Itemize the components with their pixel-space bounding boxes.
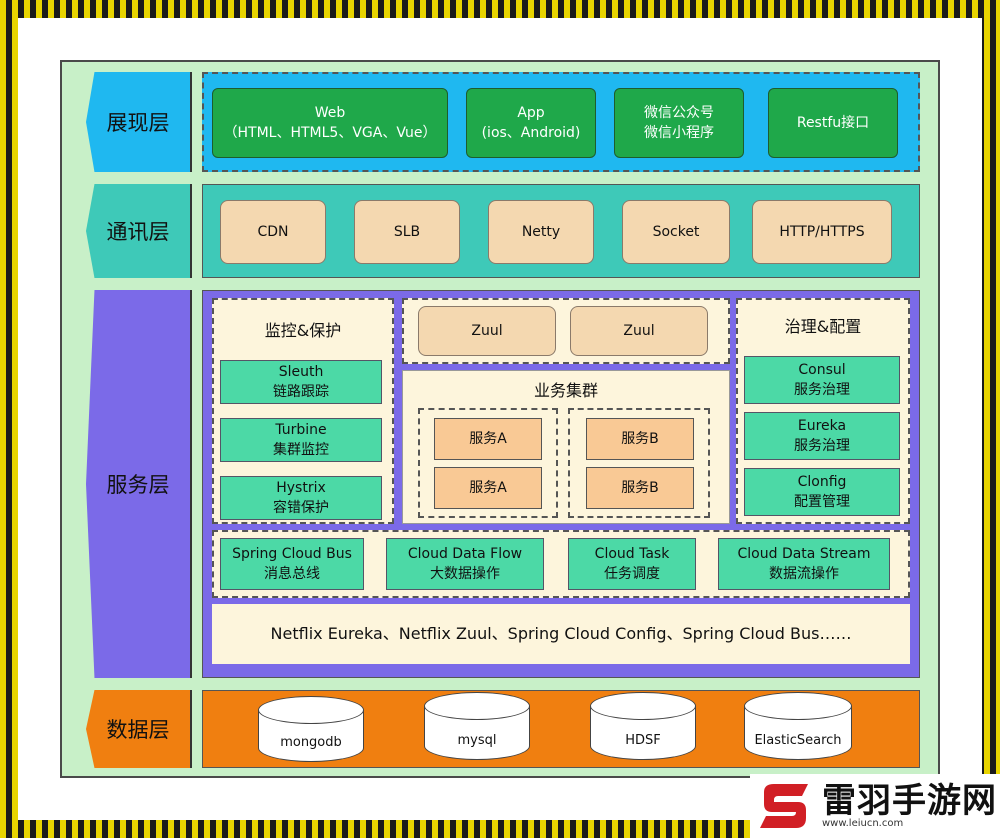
layer-label-service: 服务层: [86, 290, 192, 678]
bus-subtitle: 消息总线: [264, 566, 320, 582]
bus-title: Spring Cloud Bus: [232, 545, 352, 562]
tool-cloud-task: Cloud Task 任务调度: [568, 538, 696, 590]
restful-title: Restfu接口: [796, 114, 870, 131]
monitor-turbine: Turbine 集群监控: [220, 418, 382, 462]
governance-eureka: Eureka 服务治理: [744, 412, 900, 460]
cluster-title: 业务集群: [533, 381, 598, 401]
presentation-web: Web （HTML、HTML5、VGA、Vue）: [212, 88, 448, 158]
app-subtitle: (ios、Android): [481, 125, 581, 141]
hystrix-subtitle: 容错保护: [273, 500, 329, 516]
task-title: Cloud Task: [594, 545, 670, 562]
tool-spring-cloud-bus: Spring Cloud Bus 消息总线: [220, 538, 364, 590]
config-title: Clonfig: [797, 473, 847, 490]
service-a-1-label: 服务A: [469, 430, 507, 447]
db-mysql-label: mysql: [457, 733, 497, 748]
comm-netty-label: Netty: [521, 223, 561, 240]
stream-title: Cloud Data Stream: [737, 545, 871, 562]
gateway-zuul-1: Zuul: [418, 306, 556, 356]
consul-subtitle: 服务治理: [794, 382, 850, 398]
zuul-1-label: Zuul: [471, 322, 503, 339]
layer-label-presentation: 展现层: [86, 72, 192, 172]
db-hdsf-label: HDSF: [625, 733, 661, 748]
wechat-subtitle: 微信小程序: [644, 125, 714, 141]
eureka-subtitle: 服务治理: [794, 438, 850, 454]
web-title: Web: [314, 104, 346, 121]
service-a-2-label: 服务A: [469, 479, 507, 496]
monitor-title: 监控&保护: [264, 321, 342, 341]
comm-socket: Socket: [622, 200, 730, 264]
turbine-subtitle: 集群监控: [273, 442, 329, 458]
db-mongodb-label: mongodb: [280, 735, 342, 750]
cluster-group-b: [568, 408, 710, 518]
zuul-2-label: Zuul: [623, 322, 655, 339]
governance-consul: Consul 服务治理: [744, 356, 900, 404]
eureka-title: Eureka: [797, 417, 847, 434]
governance-title: 治理&配置: [784, 317, 862, 337]
comm-netty: Netty: [488, 200, 594, 264]
db-hdsf: HDSF: [590, 692, 696, 760]
watermark-url: www.leiucn.com: [822, 817, 904, 829]
db-mongodb-top: [258, 696, 364, 724]
tool-cloud-data-flow: Cloud Data Flow 大数据操作: [386, 538, 544, 590]
netflix-stack-bar: Netflix Eureka、Netflix Zuul、Spring Cloud…: [212, 604, 910, 664]
web-subtitle: （HTML、HTML5、VGA、Vue）: [223, 125, 437, 141]
service-b-2-label: 服务B: [621, 479, 659, 496]
watermark-logo: 雷羽手游网 www.leiucn.com: [750, 774, 1000, 838]
app-title: App: [517, 104, 545, 121]
comm-cdn: CDN: [220, 200, 326, 264]
service-b-1: 服务B: [586, 418, 694, 460]
service-a-2: 服务A: [434, 467, 542, 509]
layer-label-communication: 通讯层: [86, 184, 192, 278]
presentation-restful: Restfu接口: [768, 88, 898, 158]
comm-cdn-label: CDN: [257, 223, 289, 240]
sleuth-title: Sleuth: [278, 363, 324, 380]
consul-title: Consul: [798, 361, 846, 378]
comm-http-label: HTTP/HTTPS: [779, 223, 865, 240]
layer-label-data: 数据层: [86, 690, 192, 768]
db-elasticsearch-top: [744, 692, 852, 720]
turbine-title: Turbine: [275, 421, 327, 438]
comm-socket-label: Socket: [652, 223, 700, 240]
governance-config: Clonfig 配置管理: [744, 468, 900, 516]
flow-title: Cloud Data Flow: [407, 545, 523, 562]
hystrix-title: Hystrix: [276, 479, 326, 496]
db-mysql: mysql: [424, 692, 530, 760]
comm-slb-label: SLB: [393, 223, 421, 240]
db-mongodb: mongodb: [258, 696, 364, 762]
cluster-group-a: [418, 408, 558, 518]
config-subtitle: 配置管理: [794, 494, 850, 510]
watermark-text-block: 雷羽手游网 www.leiucn.com: [822, 784, 997, 829]
comm-slb: SLB: [354, 200, 460, 264]
db-hdsf-top: [590, 692, 696, 720]
presentation-wechat: 微信公众号 微信小程序: [614, 88, 744, 158]
presentation-app: App (ios、Android): [466, 88, 596, 158]
stream-subtitle: 数据流操作: [769, 566, 839, 582]
service-b-2: 服务B: [586, 467, 694, 509]
db-mysql-top: [424, 692, 530, 720]
service-b-1-label: 服务B: [621, 430, 659, 447]
gateway-zuul-2: Zuul: [570, 306, 708, 356]
db-elasticsearch-label: ElasticSearch: [754, 733, 842, 748]
site-logo-icon: [760, 784, 808, 828]
service-a-1: 服务A: [434, 418, 542, 460]
wechat-title: 微信公众号: [644, 104, 714, 121]
monitor-hystrix: Hystrix 容错保护: [220, 476, 382, 520]
flow-subtitle: 大数据操作: [430, 566, 500, 582]
watermark-text: 雷羽手游网: [822, 780, 997, 821]
tool-cloud-data-stream: Cloud Data Stream 数据流操作: [718, 538, 890, 590]
db-elasticsearch: ElasticSearch: [744, 692, 852, 760]
sleuth-subtitle: 链路跟踪: [273, 384, 329, 400]
task-subtitle: 任务调度: [604, 566, 660, 582]
comm-http: HTTP/HTTPS: [752, 200, 892, 264]
monitor-sleuth: Sleuth 链路跟踪: [220, 360, 382, 404]
